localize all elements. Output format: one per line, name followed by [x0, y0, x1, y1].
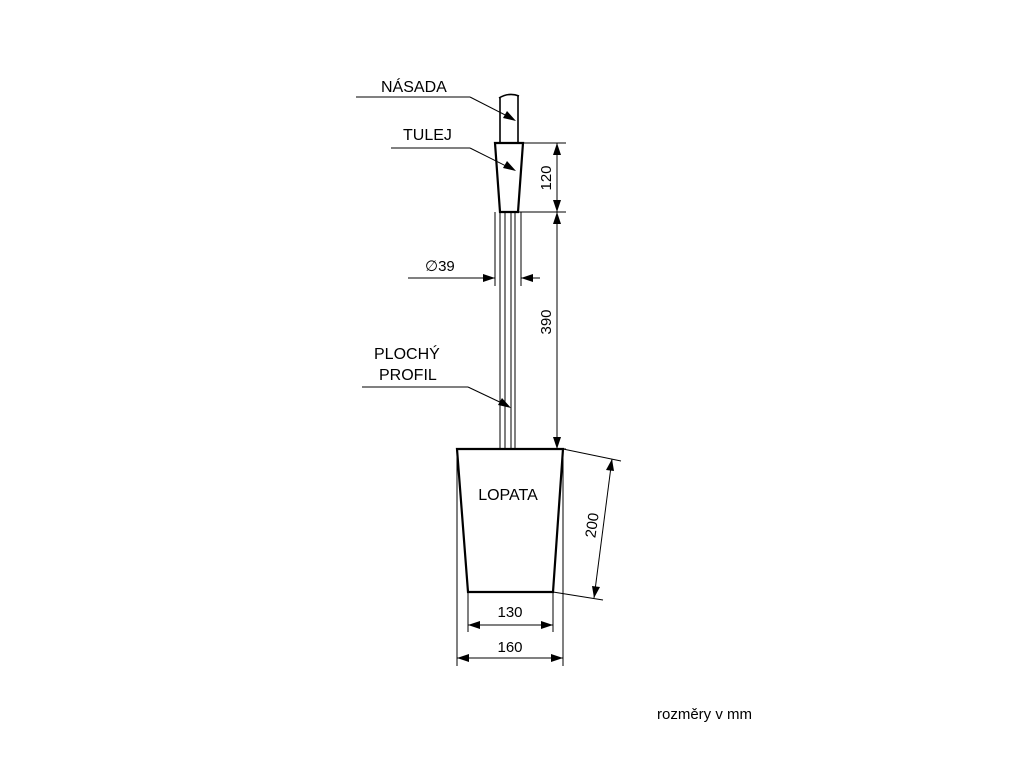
dimension-390: [515, 212, 566, 450]
dimension-130: [467, 592, 554, 632]
dimension-200-text: 200: [582, 512, 602, 539]
label-plochy: PLOCHÝ: [374, 344, 440, 363]
dimension-130-text: 130: [497, 604, 522, 621]
leader-tulej: [391, 147, 516, 171]
label-profil: PROFIL: [379, 367, 437, 384]
dimension-160-text: 160: [497, 639, 522, 656]
label-lopata: LOPATA: [478, 487, 538, 504]
dimension-390-text: 390: [538, 309, 555, 334]
dimension-diameter-39: [408, 212, 540, 286]
blade-lopata: [455, 447, 565, 594]
dimension-200: [552, 448, 622, 601]
dimension-diameter-text: ∅39: [425, 258, 455, 275]
label-nasada: NÁSADA: [381, 77, 447, 96]
handle-nasada: [498, 93, 520, 143]
leader-plochy-profil: [362, 386, 511, 408]
leader-nasada: [356, 96, 516, 121]
sleeve-tulej: [493, 141, 525, 214]
flat-profile-shaft: [499, 212, 516, 449]
dimension-160: [456, 449, 564, 666]
dimension-120-text: 120: [538, 165, 555, 190]
dimension-120: [518, 142, 566, 213]
label-tulej: TULEJ: [403, 127, 452, 144]
units-note: rozměry v mm: [657, 706, 752, 723]
